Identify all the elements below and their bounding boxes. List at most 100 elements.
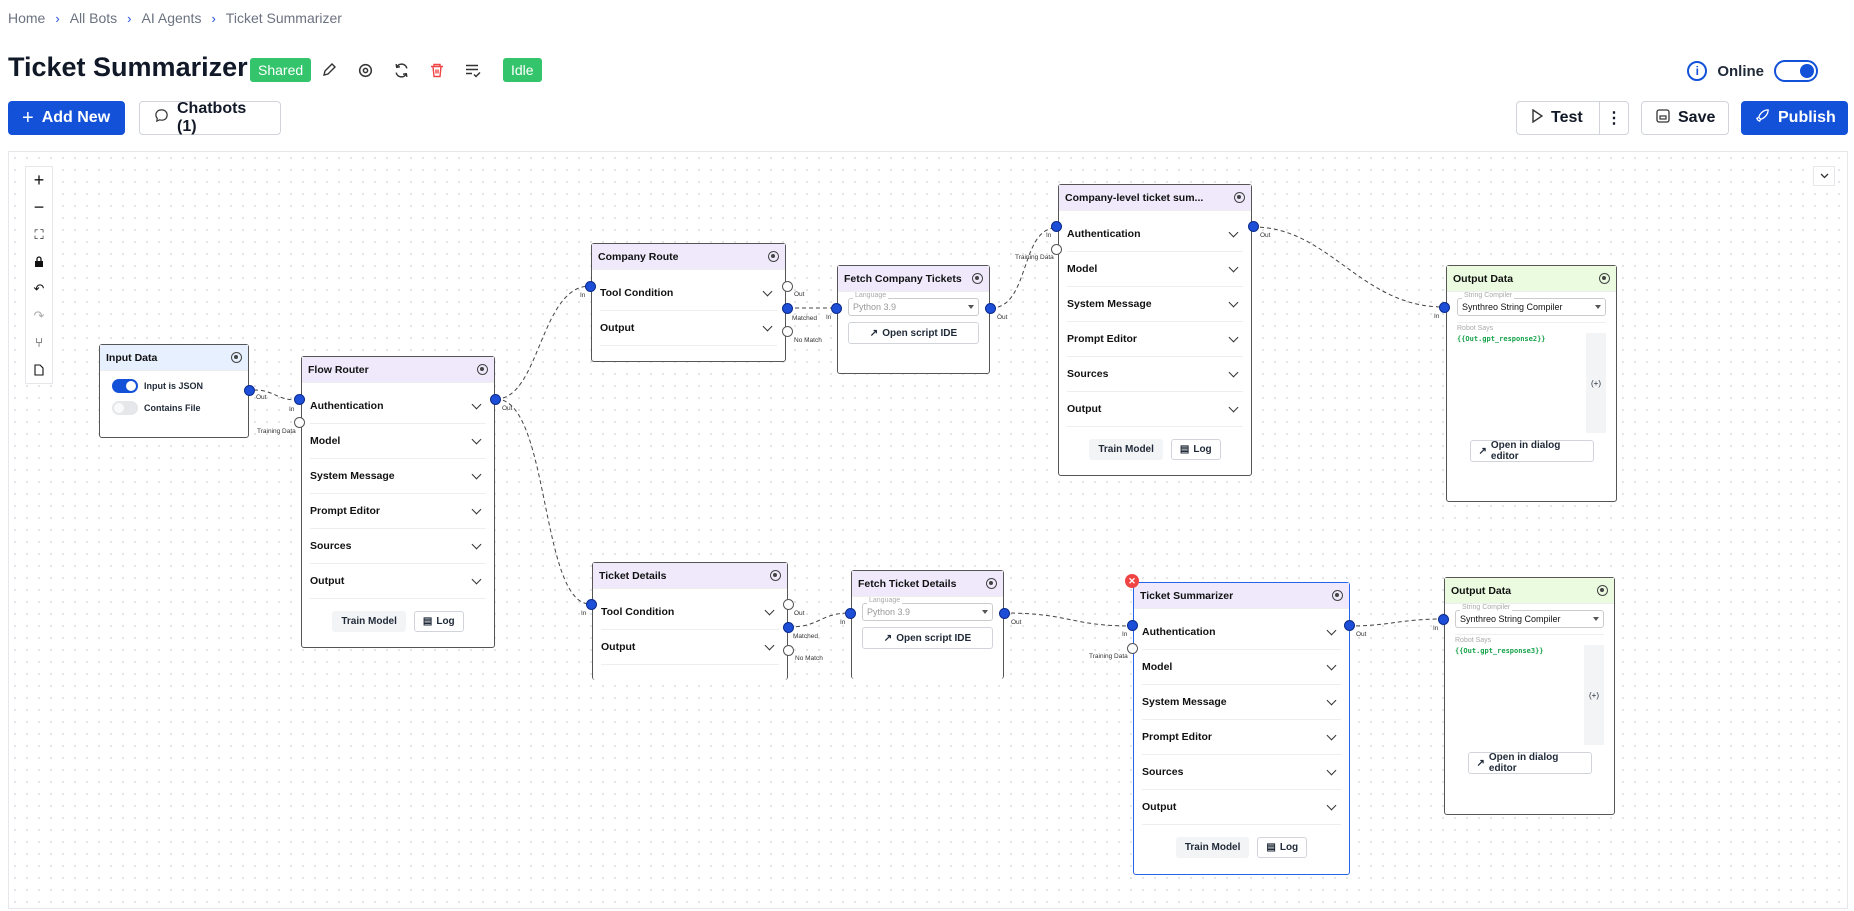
insert-variable-button[interactable]: (+) [1586,333,1606,433]
port-no-match[interactable] [783,645,794,656]
port-out[interactable] [999,608,1010,619]
settings-icon[interactable] [354,59,376,81]
info-icon[interactable]: i [1687,61,1708,81]
node-ticket-details[interactable]: Ticket Details Tool Condition Output [592,562,788,680]
port-no-match[interactable] [782,326,793,337]
save-button[interactable]: Save [1641,101,1729,135]
gear-icon[interactable] [770,570,781,581]
port-out[interactable] [244,385,255,396]
publish-button[interactable]: Publish [1741,101,1848,135]
insert-variable-button[interactable]: (+) [1584,645,1604,745]
robot-says-editor[interactable]: Robot Says {{Out.gpt_response3}} (+) [1455,634,1604,745]
node-company-route[interactable]: Company Route Tool Condition Output [591,243,786,362]
port-out[interactable] [782,281,793,292]
section-authentication[interactable]: Authentication [310,389,486,424]
redo-icon[interactable]: ↷ [33,307,45,323]
gear-icon[interactable] [986,578,997,589]
delete-icon[interactable] [426,59,448,81]
section-sources[interactable]: Sources [1067,357,1243,392]
gear-icon[interactable] [1597,585,1608,596]
open-script-ide-button[interactable]: ↗Open script IDE [848,322,979,344]
port-out[interactable] [783,599,794,610]
branch-icon[interactable]: ⑂ [35,335,43,350]
port-in[interactable] [845,608,856,619]
undo-icon[interactable]: ↶ [33,280,45,296]
section-sources[interactable]: Sources [310,529,486,564]
port-training-data[interactable] [294,417,305,428]
section-system-message[interactable]: System Message [1142,685,1341,720]
lock-icon[interactable] [26,248,52,275]
log-button[interactable]: ▤Log [1170,439,1221,460]
port-matched[interactable] [782,303,793,314]
section-output[interactable]: Output [601,630,779,665]
gear-icon[interactable] [1234,192,1245,203]
port-training-data[interactable] [1127,643,1138,654]
online-toggle[interactable] [1774,60,1818,82]
log-button[interactable]: ▤Log [413,611,464,632]
open-dialog-editor-button[interactable]: ↗Open in dialog editor [1467,752,1592,774]
section-model[interactable]: Model [1142,650,1341,685]
gear-icon[interactable] [231,352,242,363]
chatbots-button[interactable]: Chatbots (1) [139,100,281,135]
port-out[interactable] [985,303,996,314]
node-company-summary[interactable]: Company-level ticket sum... Authenticati… [1058,184,1252,476]
port-in[interactable] [1051,221,1062,232]
node-ticket-summarizer[interactable]: Ticket Summarizer Authentication Model S… [1133,582,1350,875]
zoom-in-icon[interactable]: + [33,170,45,190]
open-dialog-editor-button[interactable]: ↗Open in dialog editor [1469,440,1594,462]
port-in[interactable] [294,394,305,405]
section-sources[interactable]: Sources [1142,755,1341,790]
node-input-data[interactable]: Input Data Input is JSON Contains File [99,344,249,438]
breadcrumb-home[interactable]: Home [8,10,46,26]
section-output[interactable]: Output [310,564,486,599]
add-new-button[interactable]: + Add New [8,101,125,135]
log-button[interactable]: ▤Log [1257,837,1308,858]
section-prompt-editor[interactable]: Prompt Editor [1142,720,1341,755]
section-tool-condition[interactable]: Tool Condition [600,276,777,311]
section-model[interactable]: Model [310,424,486,459]
gear-icon[interactable] [972,273,983,284]
section-system-message[interactable]: System Message [1067,287,1243,322]
port-out[interactable] [1344,620,1355,631]
port-out[interactable] [1248,221,1259,232]
port-in[interactable] [586,599,597,610]
edit-icon[interactable] [318,59,340,81]
port-matched[interactable] [783,622,794,633]
section-system-message[interactable]: System Message [310,459,486,494]
port-in[interactable] [1438,614,1449,625]
port-in[interactable] [1439,302,1450,313]
breadcrumb-ai-agents[interactable]: AI Agents [141,10,202,26]
node-flow-router[interactable]: Flow Router Authentication Model System … [301,356,495,648]
train-model-button[interactable]: Train Model [332,611,406,632]
section-tool-condition[interactable]: Tool Condition [601,595,779,630]
robot-says-editor[interactable]: Robot Says {{Out.gpt_response2}} (+) [1457,322,1606,433]
gear-icon[interactable] [1599,273,1610,284]
section-model[interactable]: Model [1067,252,1243,287]
breadcrumb-all-bots[interactable]: All Bots [69,10,118,26]
gear-icon[interactable] [768,251,779,262]
open-script-ide-button[interactable]: ↗Open script IDE [862,627,993,649]
test-button[interactable]: Test [1516,101,1600,135]
section-authentication[interactable]: Authentication [1142,615,1341,650]
train-model-button[interactable]: Train Model [1089,439,1163,460]
section-authentication[interactable]: Authentication [1067,217,1243,252]
export-icon[interactable] [26,356,52,383]
delete-node-icon[interactable]: ✕ [1125,574,1139,588]
train-model-button[interactable]: Train Model [1175,837,1250,858]
fit-view-icon[interactable]: ⛶ [34,226,44,242]
playlist-check-icon[interactable] [462,59,484,81]
section-output[interactable]: Output [1067,392,1243,427]
section-output[interactable]: Output [1142,790,1341,825]
port-in[interactable] [1127,620,1138,631]
section-prompt-editor[interactable]: Prompt Editor [310,494,486,529]
port-in[interactable] [585,281,596,292]
zoom-out-icon[interactable]: − [33,197,45,217]
section-output[interactable]: Output [600,311,777,346]
gear-icon[interactable] [1332,590,1343,601]
